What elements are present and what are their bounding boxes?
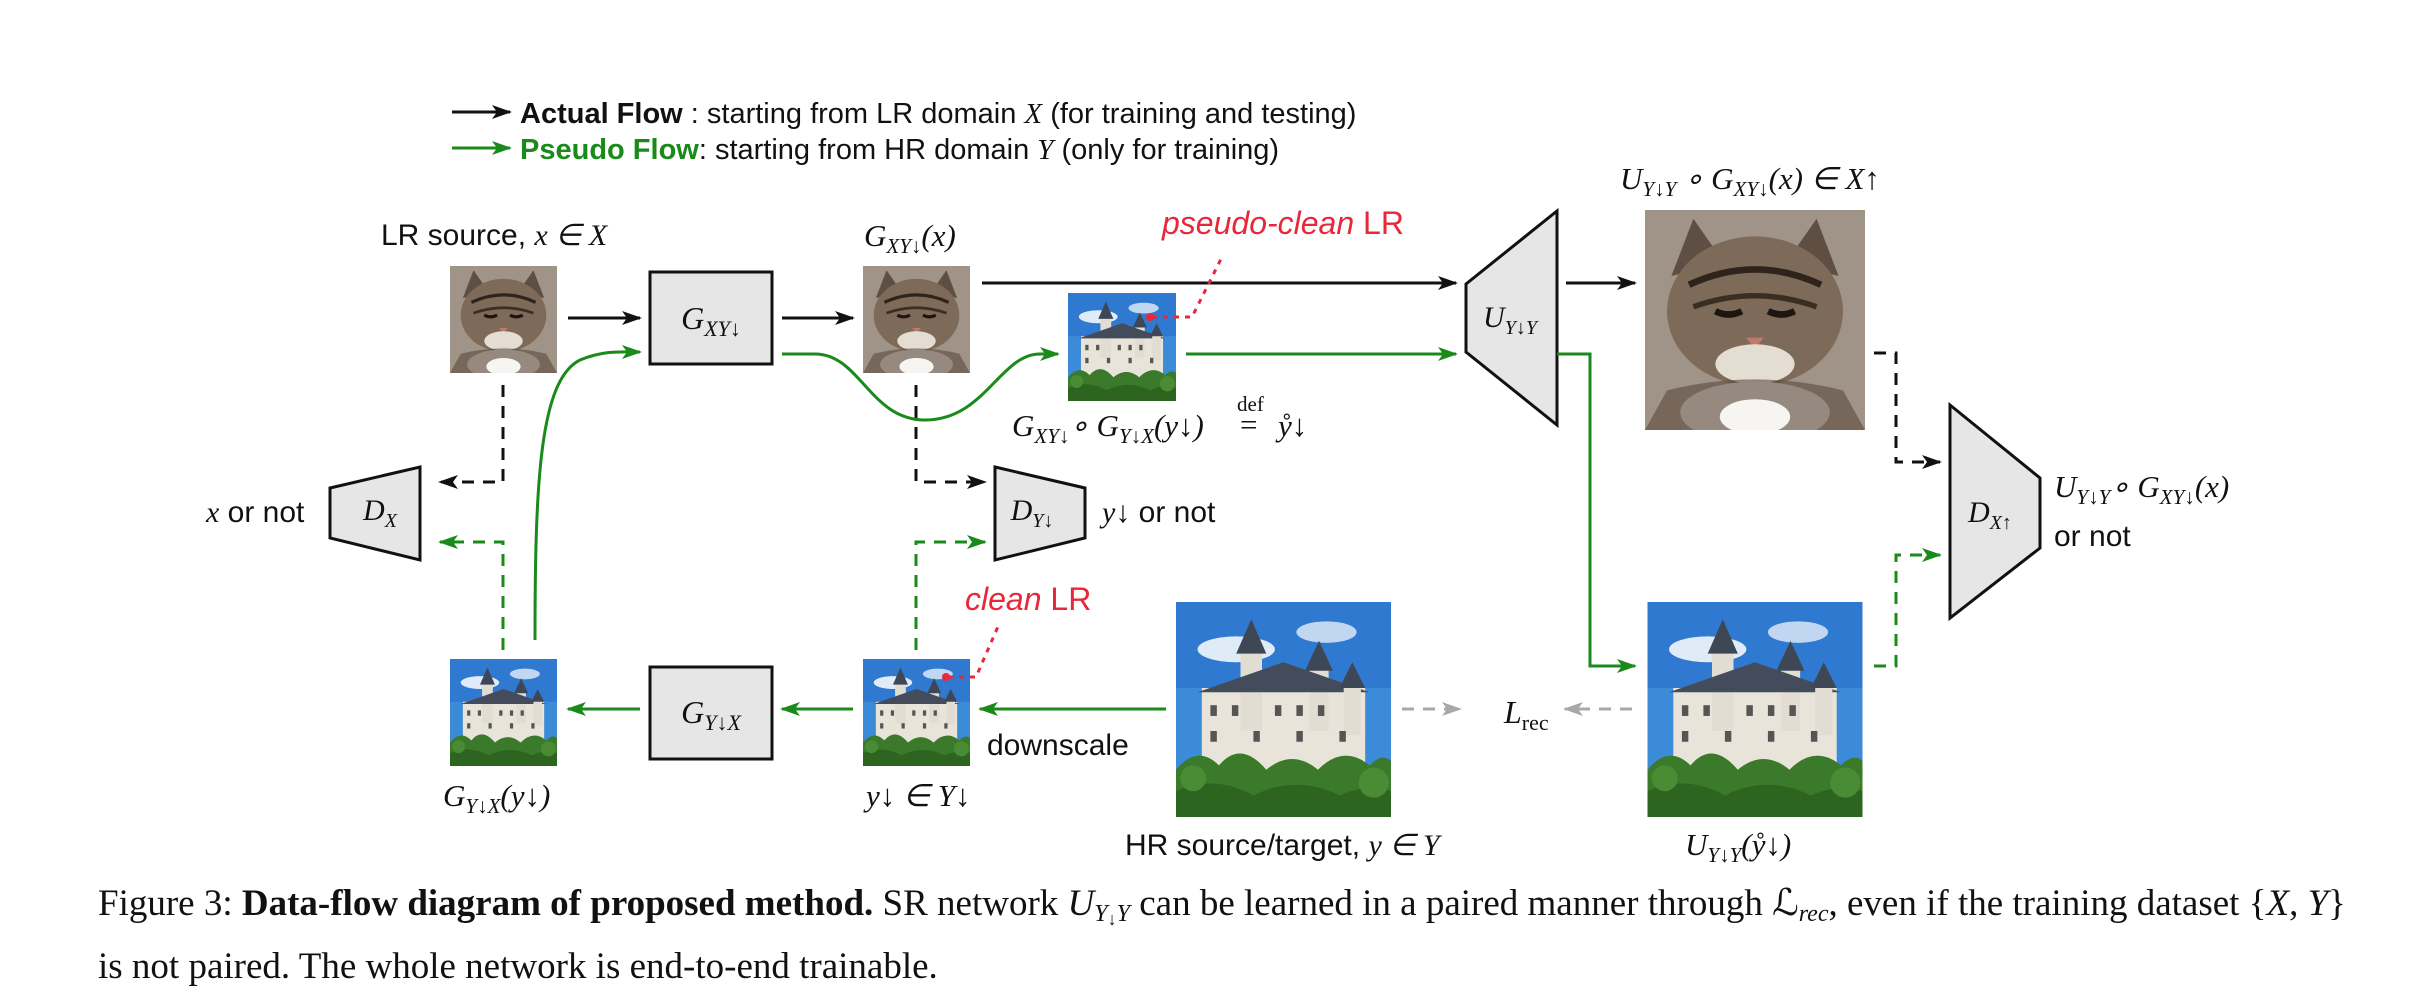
composite-top-label: UY↓Y ∘ GXY↓(x) ∈ X↑ [1620,161,1880,201]
arrow-gout-to-dy [914,385,987,489]
legend-actual: Actual Flow : starting from LR domain X … [520,98,1356,130]
g-output-cat-image [863,266,970,373]
caption-text-1: SR network [873,883,1068,924]
reconstructed-castle-image [1647,602,1863,817]
def-equals: = [1240,407,1257,442]
downscale-label: downscale [987,729,1129,762]
pseudo-clean-definition: GXY↓∘ GY↓X(y↓) [1012,408,1204,448]
def-label: def [1237,392,1264,416]
caption-l-sub: rec [1798,901,1829,927]
actual-flow-arrows [438,276,1942,489]
caption-set-y: Y [2307,883,2329,924]
svg-text:DX↑: DX↑ [1967,496,2012,534]
d-y-discriminator: DY↓ [993,465,1087,562]
svg-text:UY↓Y: UY↓Y [1483,301,1539,339]
l-rec-label: Lrec [1503,694,1549,735]
arrow-cat-up-to-dxup [1874,351,1942,469]
g-yx-output-castle-image [450,659,557,766]
g-yx-block: GY↓X [648,665,774,761]
upscaled-cat-image [1645,210,1865,443]
arrow-gyx-out-to-gxy [533,344,642,641]
caption-set-sep: , [2289,883,2308,924]
caption-text-2: can be learned in a paired manner throug… [1129,883,1773,924]
clean-lr-castle-image [863,659,970,766]
lr-source-label: LR source, x ∈ X [381,219,609,252]
hr-source-castle-image [1176,602,1391,817]
y-tilde-label: ẙ↓ [1275,408,1307,443]
figure-caption: Figure 3: Data-flow diagram of proposed … [98,880,2378,991]
caption-l: ℒ [1772,883,1799,924]
caption-set-x: X [2266,883,2290,924]
arrow-castle-rec-to-dxup [1874,548,1942,668]
caption-u-sub: Y↓Y [1094,901,1130,929]
svg-text:GY↓X: GY↓X [681,694,742,735]
d-x-up-discriminator: DX↑ [1948,401,2042,622]
arrow-x-to-dx [438,385,505,489]
pseudo-clean-label: pseudo-clean LR [1161,205,1404,241]
caption-title: Data-flow diagram of proposed method. [241,883,874,924]
dx-output-label: x or not [205,496,305,529]
pseudo-clean-pointer [1152,256,1224,319]
legend: Actual Flow : starting from LR domain X … [452,98,1356,166]
lr-source-cat-image [450,266,557,373]
dxup-output-label-bottom: or not [2054,520,2131,553]
clean-lr-label: clean LR [965,581,1091,617]
dy-output-label: y↓ or not [1099,496,1216,529]
dxup-output-label-top: UY↓Y∘ GXY↓(x) [2054,469,2229,509]
arrow-u-to-castle-rec [1557,352,1637,673]
arrow-gyx-out-to-dx [438,535,505,650]
y-down-label: y↓ ∈ Y↓ [863,778,971,813]
caption-text-3: , even if the training dataset { [1828,883,2267,924]
annotations: pseudo-clean LR clean LR [942,205,1404,681]
clean-lr-pointer [948,621,1002,679]
svg-text:GXY↓: GXY↓ [681,300,741,341]
u-y-tilde-label: UY↓Y(ẙ↓) [1685,827,1791,867]
caption-text-4: } is not paired. The whole network is en… [98,883,2346,987]
g-yx-output-label: GY↓X(y↓) [443,778,550,818]
g-xy-block: GXY↓ [648,270,774,366]
pseudo-clean-castle-image [1068,293,1176,401]
arrow-clean-to-dy [914,535,987,650]
caption-u: U [1067,883,1095,924]
d-x-discriminator: DX [328,465,422,562]
legend-pseudo: Pseudo Flow: starting from HR domain Y (… [520,134,1279,166]
u-sr-network-block: UY↓Y [1464,207,1559,429]
arrow-pseudo-gxy-dip-to-castle [782,347,1060,422]
hr-source-label: HR source/target, y ∈ Y [1125,829,1443,862]
caption-figure-number: Figure 3: [98,883,242,924]
svg-text:DY↓: DY↓ [1010,494,1054,532]
g-output-label: GXY↓(x) [864,218,956,258]
pseudo-flow-arrows [438,344,1942,716]
svg-text:DX: DX [362,494,398,532]
